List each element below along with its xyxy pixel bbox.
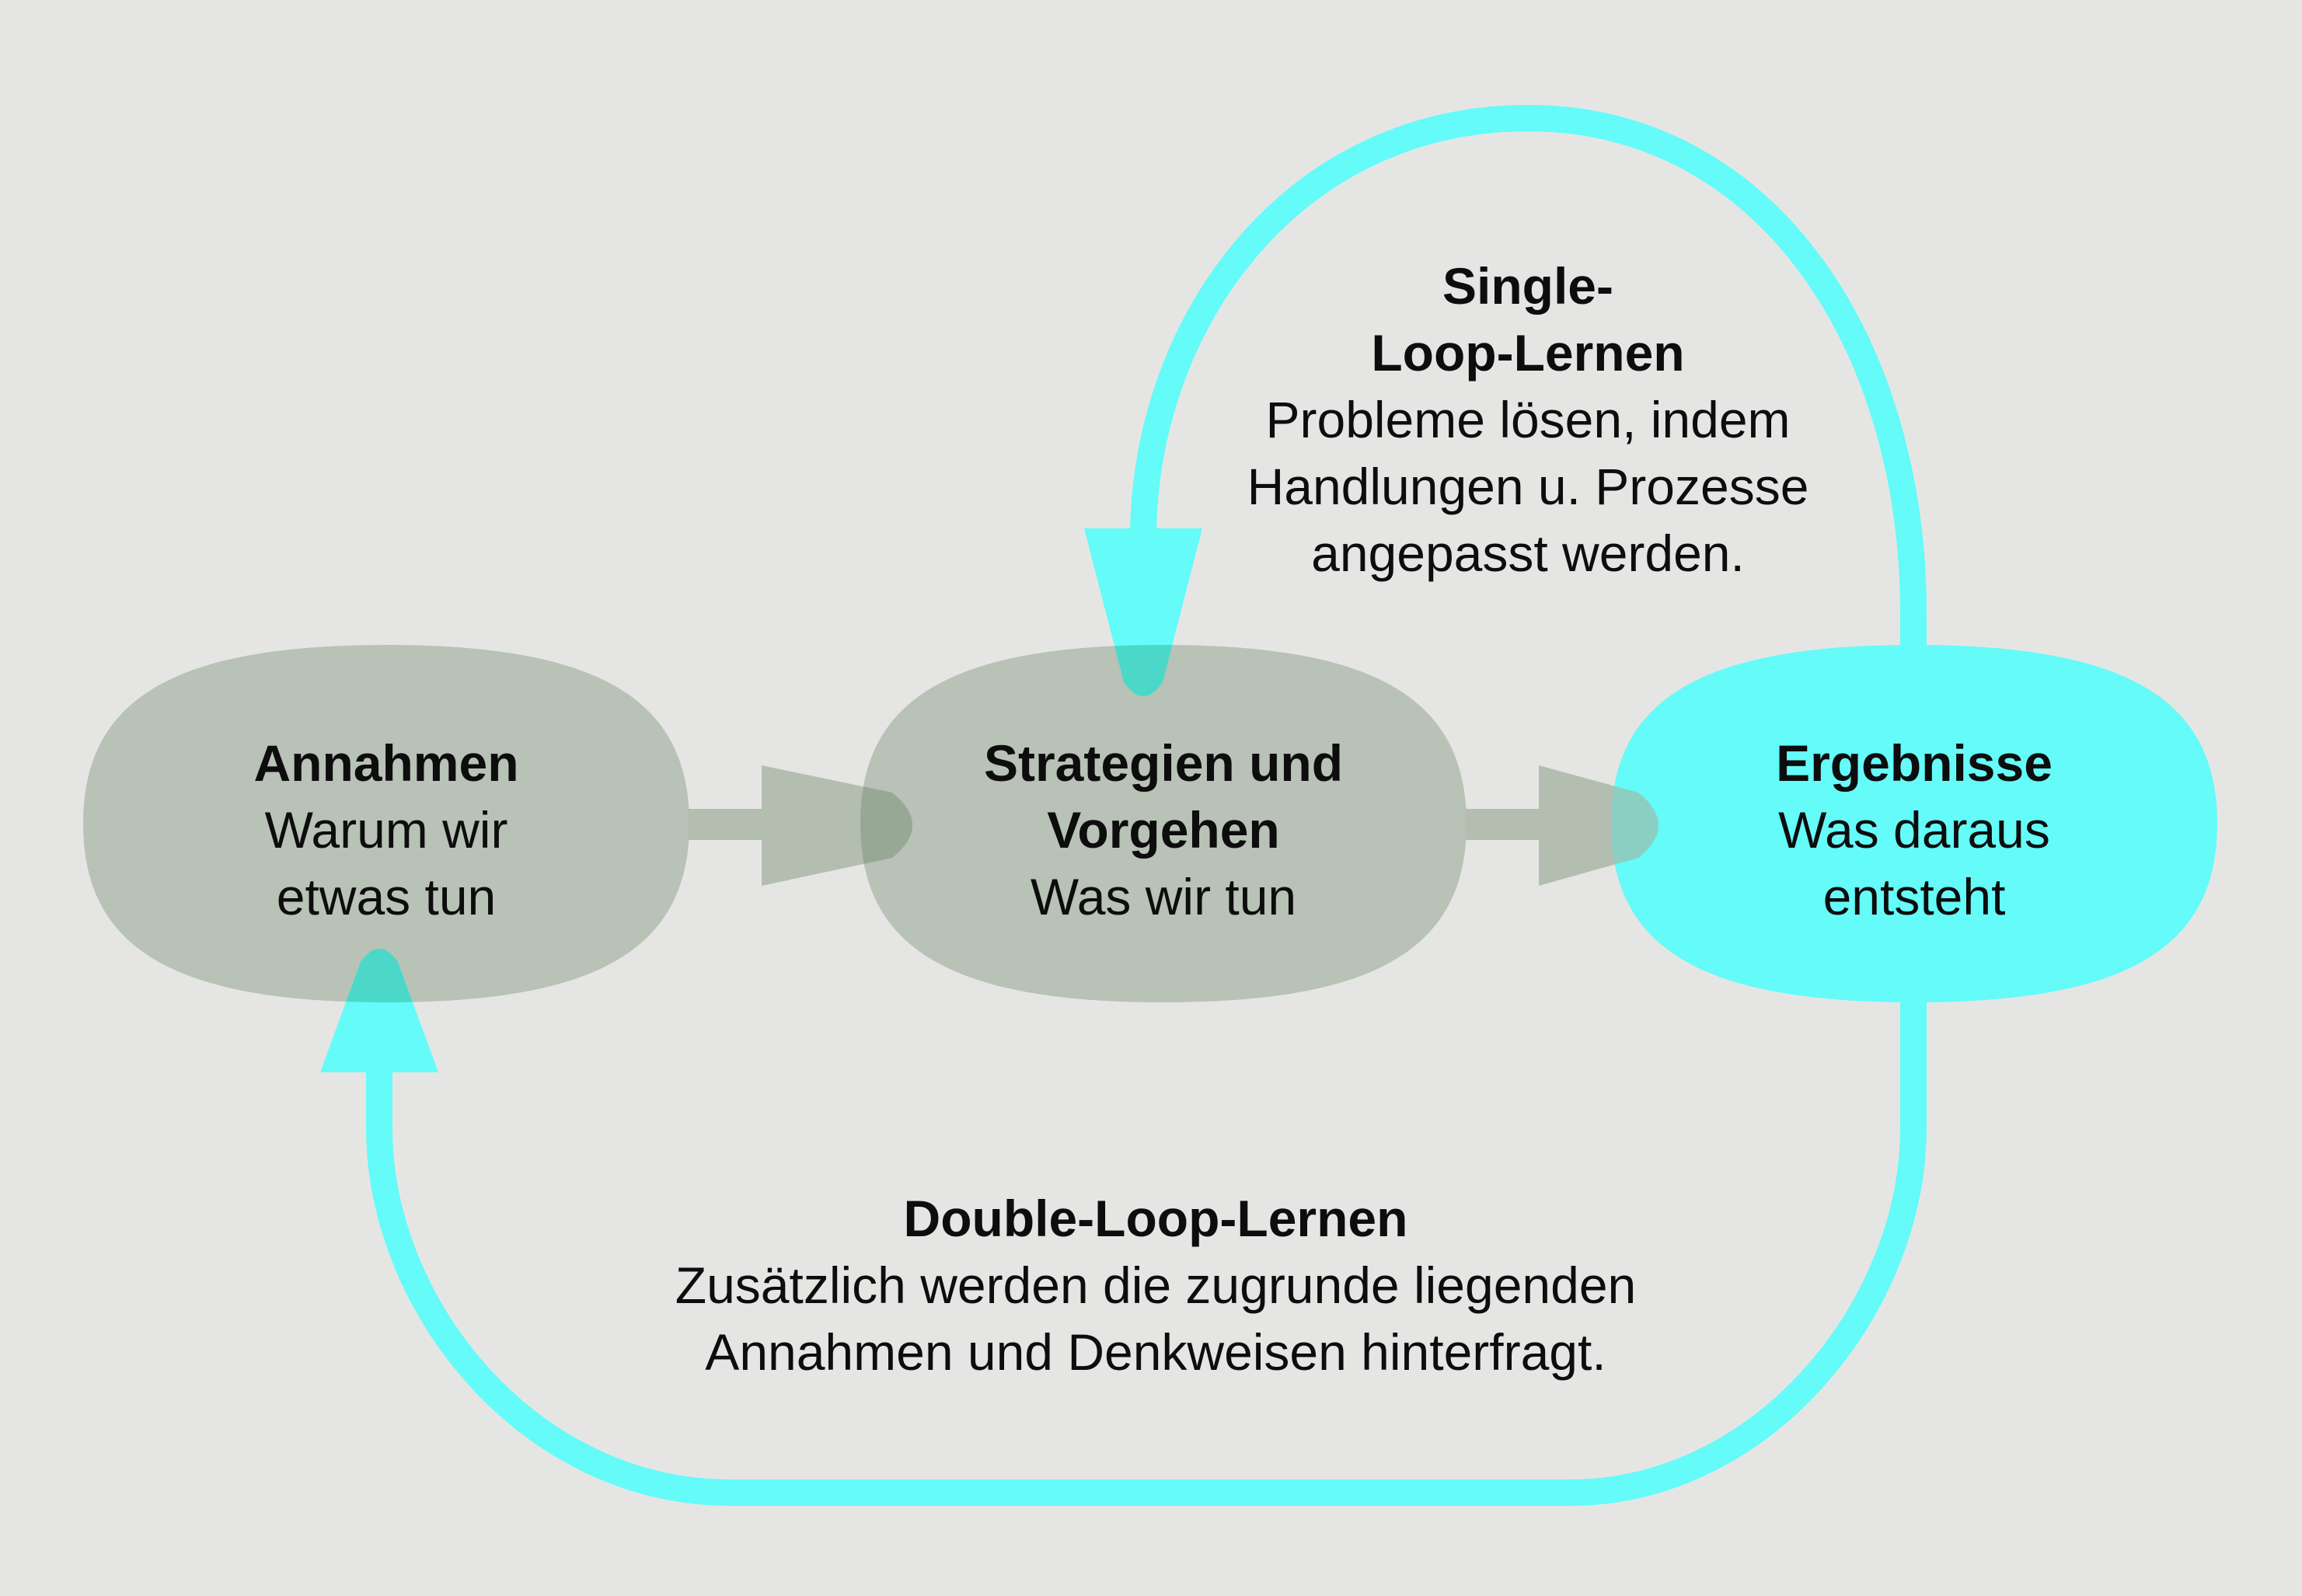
node-strategien-title-line2: Vorgehen [1047,801,1280,859]
node-annahmen-label: Annahmen Warum wir etwas tun [253,730,518,930]
single-loop-label: Single- Loop-Lernen Probleme lösen, inde… [1247,253,1809,587]
node-annahmen-body-line1: Warum wir [264,801,508,859]
arrow-annahmen-to-strategien-stem [688,809,763,840]
node-ergebnisse-label: Ergebnisse Was daraus entsteht [1776,730,2053,930]
single-loop-title-line2: Loop-Lernen [1371,324,1685,382]
node-annahmen-body-line2: etwas tun [276,868,497,925]
single-loop-body-line3: angepasst werden. [1311,524,1745,582]
single-loop-title-line1: Single- [1442,257,1613,315]
double-loop-body-line2: Annahmen und Denkweisen hinterfragt. [705,1323,1606,1381]
double-loop-title: Double-Loop-Lernen [903,1190,1408,1247]
node-annahmen-title: Annahmen [253,734,519,792]
loop-path [366,104,1927,1506]
double-loop-body-line1: Zusätzlich werden die zugrunde liegenden [675,1256,1637,1314]
double-loop-label: Double-Loop-Lernen Zusätzlich werden die… [675,1185,1636,1385]
node-ergebnisse-body-line1: Was daraus [1778,801,2050,859]
node-strategien-body-line1: Was wir tun [1030,868,1297,925]
arrow-strategien-to-ergebnisse-stem [1465,809,1540,840]
node-strategien-title-line1: Strategien und [983,734,1344,792]
single-loop-body-line2: Handlungen u. Prozesse [1247,458,1809,515]
single-loop-body-line1: Probleme lösen, indem [1265,391,1791,448]
node-ergebnisse-title: Ergebnisse [1776,734,2053,792]
node-ergebnisse-body-line2: entsteht [1822,868,2006,925]
node-strategien-label: Strategien und Vorgehen Was wir tun [984,730,1343,930]
